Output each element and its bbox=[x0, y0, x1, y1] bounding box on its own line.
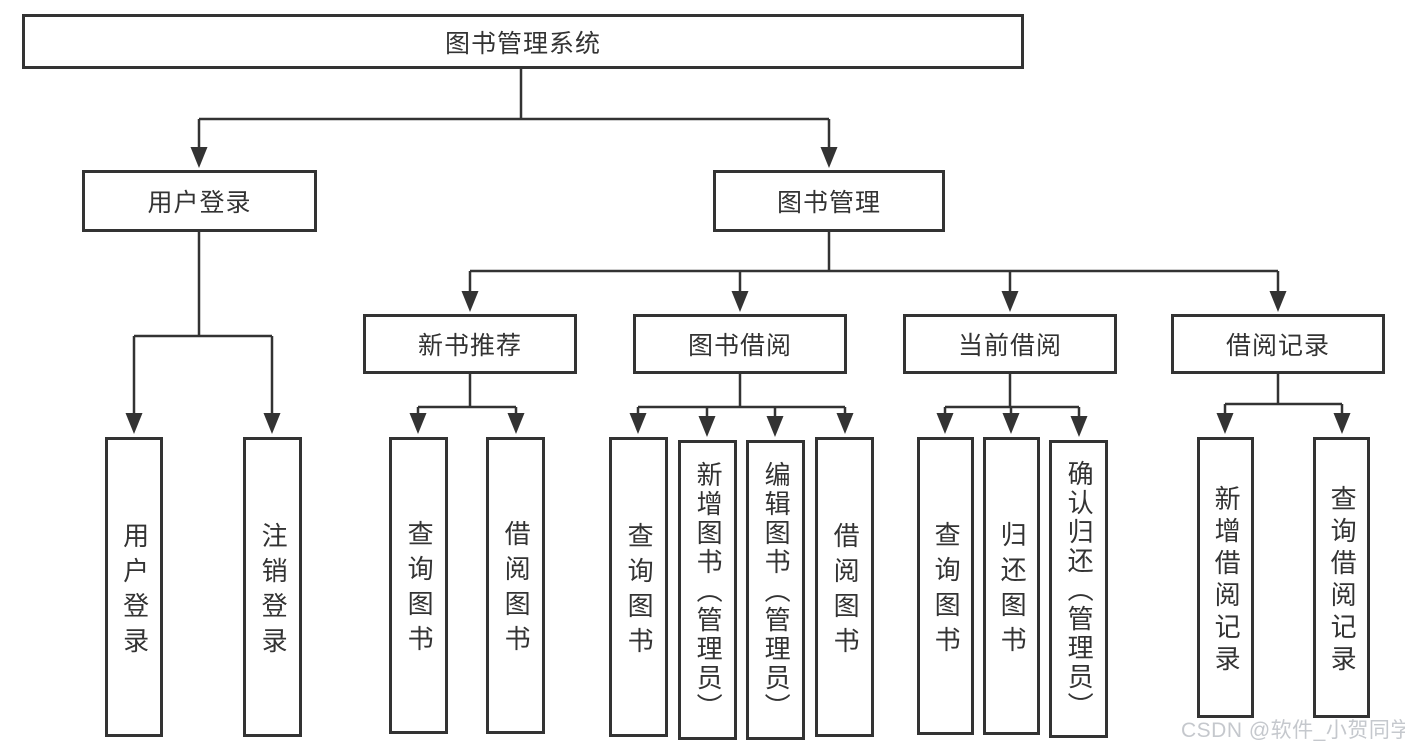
node-label: 编辑图书（管理员） bbox=[761, 461, 792, 722]
arrowhead-group bbox=[125, 147, 1351, 437]
node-label: 新增图书（管理员） bbox=[693, 461, 724, 722]
leaf-borrow-books-recommend: 借阅图书 bbox=[486, 437, 545, 734]
node-book-borrow: 图书借阅 bbox=[633, 314, 847, 374]
leaf-query-books-current: 查询图书 bbox=[917, 437, 974, 735]
leaf-logout: 注销登录 bbox=[243, 437, 302, 737]
leaf-edit-books-admin: 编辑图书（管理员） bbox=[746, 440, 805, 740]
node-label: 新增借阅记录 bbox=[1211, 484, 1242, 677]
leaf-user-login: 用户登录 bbox=[105, 437, 163, 737]
leaf-query-borrow-record: 查询借阅记录 bbox=[1313, 437, 1370, 718]
node-current-borrow: 当前借阅 bbox=[903, 314, 1117, 374]
node-label: 借阅图书 bbox=[501, 520, 532, 660]
node-label: 借阅图书 bbox=[830, 521, 861, 662]
node-label: 当前借阅 bbox=[957, 332, 1062, 360]
node-label: 查询图书 bbox=[624, 521, 655, 662]
leaf-add-borrow-record: 新增借阅记录 bbox=[1197, 437, 1254, 718]
leaf-confirm-return-admin: 确认归还（管理员） bbox=[1049, 440, 1108, 738]
node-label: 图书管理系统 bbox=[444, 29, 601, 58]
leaf-query-books-recommend: 查询图书 bbox=[389, 437, 448, 734]
node-label: 图书借阅 bbox=[687, 332, 792, 360]
node-label: 用户登录 bbox=[147, 189, 252, 217]
csdn-watermark: CSDN @软件_小贺同学 bbox=[1181, 719, 1405, 742]
node-label: 确认归还（管理员） bbox=[1064, 460, 1095, 721]
node-label: 新书推荐 bbox=[417, 332, 522, 360]
node-user-login: 用户登录 bbox=[82, 170, 317, 232]
node-library-management-system: 图书管理系统 bbox=[22, 14, 1024, 69]
node-label: 查询图书 bbox=[931, 520, 962, 661]
leaf-return-books: 归还图书 bbox=[983, 437, 1040, 735]
node-label: 注销登录 bbox=[258, 521, 289, 662]
node-label: 借阅记录 bbox=[1225, 332, 1330, 360]
node-label: 查询图书 bbox=[404, 520, 435, 660]
node-label: 用户登录 bbox=[119, 521, 150, 662]
node-book-management: 图书管理 bbox=[713, 170, 945, 232]
leaf-query-books-borrow: 查询图书 bbox=[609, 437, 668, 737]
leaf-add-books-admin: 新增图书（管理员） bbox=[678, 440, 737, 740]
leaf-borrow-books: 借阅图书 bbox=[815, 437, 874, 737]
node-label: 归还图书 bbox=[997, 520, 1028, 661]
node-label: 查询借阅记录 bbox=[1327, 484, 1358, 677]
node-new-book-recommend: 新书推荐 bbox=[363, 314, 577, 374]
node-borrow-records: 借阅记录 bbox=[1171, 314, 1385, 374]
node-label: 图书管理 bbox=[776, 189, 881, 217]
